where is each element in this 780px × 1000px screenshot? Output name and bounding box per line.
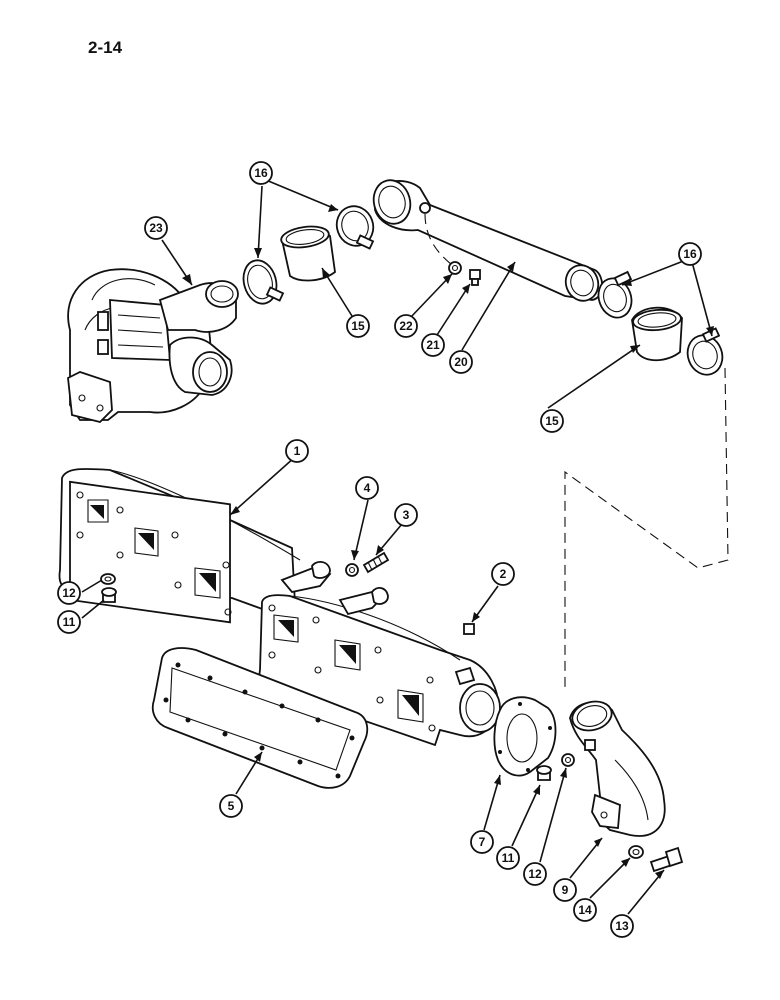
- callout-9: 9: [553, 878, 577, 902]
- hose-coupling: [280, 225, 336, 282]
- bolt: [469, 269, 481, 286]
- hose-coupling: [631, 306, 683, 362]
- svg-text:3: 3: [403, 508, 410, 522]
- callout-23: 23: [144, 216, 168, 240]
- callout-12-left: 12: [57, 581, 81, 605]
- svg-text:12: 12: [528, 867, 542, 881]
- callout-16-right: 16: [678, 242, 702, 266]
- callout-3: 3: [394, 503, 418, 527]
- flange-gasket: [493, 696, 557, 777]
- callout-15-right: 15: [540, 409, 564, 433]
- svg-text:20: 20: [454, 355, 468, 369]
- washer: [100, 573, 116, 585]
- svg-text:13: 13: [615, 919, 629, 933]
- callout-11-bottom: 11: [496, 846, 520, 870]
- callout-2: 2: [491, 562, 515, 586]
- svg-text:23: 23: [149, 221, 163, 235]
- svg-text:12: 12: [62, 586, 76, 600]
- hose-clamp: [335, 205, 375, 250]
- bolt: [649, 846, 684, 873]
- callout-1: 1: [285, 439, 309, 463]
- svg-text:21: 21: [426, 338, 440, 352]
- bolt: [536, 765, 552, 781]
- plug: [463, 623, 475, 635]
- callout-21: 21: [421, 333, 445, 357]
- exhaust-manifold-rear: [258, 587, 501, 747]
- callout-16-top-left: 16: [249, 161, 273, 185]
- crossover-tube: [372, 179, 604, 302]
- svg-text:7: 7: [479, 835, 486, 849]
- callout-5: 5: [219, 794, 243, 818]
- turbocharger: [67, 268, 239, 423]
- svg-text:11: 11: [502, 851, 515, 865]
- svg-text:16: 16: [683, 247, 697, 261]
- leader-arrowheads: [182, 204, 714, 879]
- svg-text:11: 11: [63, 615, 76, 629]
- callout-20: 20: [449, 350, 473, 374]
- callout-14: 14: [573, 898, 597, 922]
- svg-text:2: 2: [500, 567, 507, 581]
- bolt: [101, 587, 117, 603]
- stud-bolt: [362, 551, 390, 574]
- svg-text:9: 9: [562, 883, 569, 897]
- svg-text:16: 16: [254, 166, 268, 180]
- callout-7: 7: [470, 830, 494, 854]
- page-number: 2-14: [88, 38, 123, 57]
- svg-text:15: 15: [351, 319, 365, 333]
- svg-text:5: 5: [228, 799, 235, 813]
- callout-4: 4: [355, 476, 379, 500]
- svg-text:14: 14: [578, 903, 592, 917]
- svg-text:1: 1: [294, 444, 301, 458]
- callout-22: 22: [394, 314, 418, 338]
- nut: [561, 753, 575, 767]
- callout-15-top: 15: [346, 314, 370, 338]
- callout-11-left: 11: [57, 610, 81, 634]
- svg-text:22: 22: [399, 319, 413, 333]
- exhaust-elbow: [569, 700, 666, 837]
- svg-text:4: 4: [364, 481, 371, 495]
- nut: [345, 563, 359, 577]
- hose-clamp: [597, 270, 633, 319]
- nut: [448, 261, 462, 275]
- manifold-gasket: [151, 647, 369, 789]
- svg-text:15: 15: [545, 414, 559, 428]
- hose-clamp: [686, 327, 724, 376]
- callout-13: 13: [610, 914, 634, 938]
- callout-12-bottom: 12: [523, 862, 547, 886]
- assembly-dashed-line: [564, 367, 729, 690]
- hose-clamp: [242, 259, 285, 305]
- washer: [628, 845, 644, 859]
